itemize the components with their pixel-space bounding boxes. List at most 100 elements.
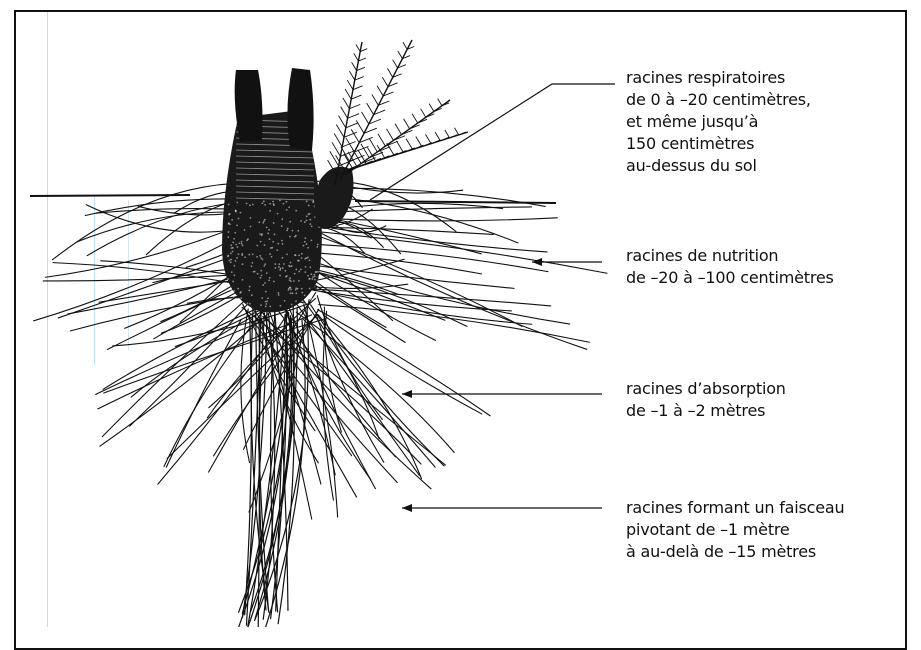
frond-leaflet	[348, 114, 360, 119]
trunk-stipple	[249, 204, 251, 206]
trunk-stipple	[281, 225, 283, 227]
trunk-stipple	[274, 263, 276, 265]
trunk-stipple	[230, 301, 232, 303]
trunk-stipple	[232, 281, 234, 283]
trunk-stipple	[230, 244, 232, 246]
trunk-stipple	[268, 279, 270, 281]
trunk-stipple	[233, 265, 235, 267]
frond-leaflet	[362, 112, 369, 124]
trunk-stipple	[264, 204, 266, 206]
trunk-stipple	[250, 217, 252, 219]
trunk-stipple	[242, 245, 244, 247]
trunk-stipple	[304, 237, 306, 239]
trunk-stipple	[244, 229, 246, 231]
trunk-stipple	[309, 288, 311, 290]
trunk-stipple	[286, 229, 288, 231]
trunk-stipple	[298, 260, 300, 262]
trunk-stipple	[301, 288, 303, 290]
stem-left	[235, 70, 263, 142]
trunk-stipple	[235, 244, 237, 246]
trunk-stipple	[241, 253, 243, 255]
trunk-stipple	[228, 204, 230, 206]
diagram-canvas: racines respiratoires de 0 à –20 centimè…	[0, 0, 921, 627]
frond-leaflet	[347, 80, 353, 90]
frond-leaflet	[336, 125, 344, 138]
frond-leaflet	[332, 142, 340, 156]
trunk-stipple	[286, 209, 288, 211]
frond-leaflet	[366, 158, 381, 164]
trunk-stipple	[239, 242, 241, 244]
trunk-stipple	[236, 257, 238, 259]
trunk-stipple	[251, 262, 253, 264]
trunk-stipple	[289, 286, 291, 288]
stem-right	[287, 68, 313, 150]
trunk-stipple	[261, 297, 263, 299]
label-respiratory-roots: racines respiratoires de 0 à –20 centimè…	[626, 67, 811, 177]
trunk-stipple	[273, 222, 275, 224]
trunk-stipple	[306, 220, 308, 222]
frond-leaflet	[369, 139, 377, 152]
trunk-stipple	[312, 201, 314, 203]
frond-leaflet	[351, 129, 359, 142]
frond-leaflet	[406, 139, 412, 150]
frond-leaflet	[394, 150, 406, 155]
trunk-stipple	[306, 243, 308, 245]
trunk-stipple	[304, 271, 306, 273]
trunk-stipple	[264, 219, 266, 221]
trunk-stipple	[295, 254, 297, 256]
frond-leaflet	[421, 109, 426, 118]
trunk-stipple	[260, 277, 262, 279]
trunk-stipple	[228, 231, 230, 233]
trunk-stipple	[241, 241, 243, 243]
trunk-stipple	[291, 265, 293, 267]
frond-leaflet	[395, 124, 401, 135]
root-line	[98, 315, 312, 409]
frond-leaflet	[356, 44, 360, 51]
trunk-stipple	[237, 246, 239, 248]
frond-leaflet	[351, 95, 361, 99]
trunk-stipple	[233, 290, 235, 292]
trunk-stipple	[301, 257, 303, 259]
trunk-stipple	[273, 281, 275, 283]
frond-leaflet	[393, 60, 398, 68]
frond-leaflet	[403, 148, 415, 153]
frond-leaflet	[454, 128, 458, 135]
trunk-stipple	[259, 233, 261, 235]
trunk-stipple	[270, 247, 272, 249]
trunk-stipple	[266, 272, 268, 274]
trunk-stipple	[281, 218, 283, 220]
frond-leaflet	[387, 143, 394, 155]
trunk-stipple	[298, 280, 300, 282]
trunk-stipple	[241, 243, 243, 245]
trunk-stipple	[262, 284, 264, 286]
leader-line-respiratory	[370, 84, 615, 200]
trunk-stipple	[267, 232, 269, 234]
trunk-stipple	[300, 220, 302, 222]
trunk-stipple	[237, 288, 239, 290]
frond-leaflet	[353, 86, 363, 90]
trunk-stipple	[228, 260, 230, 262]
trunk-stipple	[280, 268, 282, 270]
trunk-stipple	[307, 247, 309, 249]
trunk-stipple	[239, 298, 241, 300]
trunk-stipple	[244, 304, 246, 306]
frond-leaflet	[412, 114, 418, 123]
trunk-stipple	[231, 247, 233, 249]
root-line	[34, 236, 240, 321]
trunk-stipple	[232, 242, 234, 244]
trunk-stipple	[300, 268, 302, 270]
frond-leaflet	[425, 134, 431, 143]
trunk-stipple	[236, 224, 238, 226]
frond-leaflet	[403, 42, 407, 49]
frond-leaflet	[361, 144, 369, 158]
trunk-stipple	[234, 232, 236, 234]
trunk-stipple	[288, 206, 290, 208]
trunk-stipple	[310, 240, 312, 242]
trunk-stipple	[309, 259, 311, 261]
frond-leaflet	[376, 156, 390, 162]
trunk-stipple	[309, 219, 311, 221]
trunk-stipple	[263, 220, 265, 222]
trunk-stipple	[261, 202, 263, 204]
trunk-stipple	[266, 226, 268, 228]
trunk-stipple	[295, 269, 297, 271]
